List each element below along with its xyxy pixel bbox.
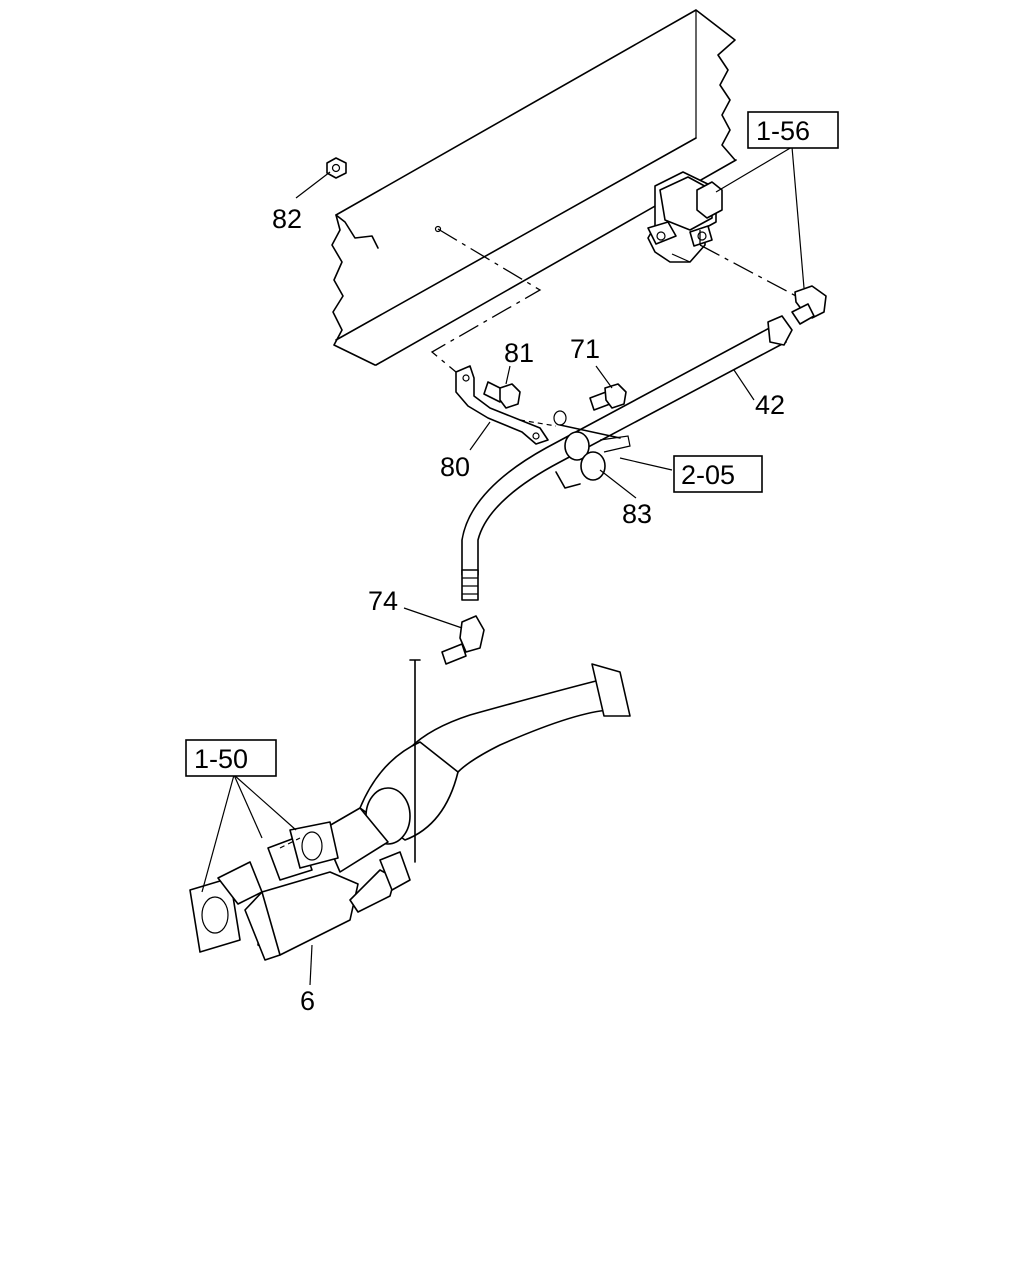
- callout-6: 6: [300, 986, 315, 1016]
- callout-81: 81: [504, 338, 534, 368]
- bolt-71: [589, 383, 627, 411]
- callout-82: 82: [272, 204, 302, 234]
- nut-82: [326, 157, 347, 179]
- elbow-fitting-74: [441, 615, 485, 665]
- callout-80: 80: [440, 452, 470, 482]
- leader-lines: [201, 146, 805, 986]
- callout-42: 42: [755, 390, 785, 420]
- bolt-81: [483, 381, 521, 409]
- exhaust-brake-valve: [647, 171, 723, 263]
- reference-box-1-56: [747, 111, 839, 149]
- reference-2-05: 2-05: [681, 460, 735, 490]
- callout-74: 74: [368, 586, 398, 616]
- bracket-80: [455, 365, 549, 445]
- reference-box-1-50: [185, 739, 277, 777]
- exhaust-brake-unit-6: [189, 659, 421, 961]
- clamp-83: [553, 410, 631, 489]
- exhaust-pipe: [321, 663, 631, 873]
- hose-42: [461, 315, 793, 601]
- reference-1-50: 1-50: [194, 744, 248, 774]
- valve-elbow-fitting: [791, 285, 827, 325]
- connection-lines: [279, 228, 797, 849]
- callout-71: 71: [570, 334, 600, 364]
- reference-box-2-05: [673, 455, 763, 493]
- reference-1-56: 1-56: [756, 116, 810, 146]
- callout-83: 83: [622, 499, 652, 529]
- frame-rail: [331, 9, 737, 366]
